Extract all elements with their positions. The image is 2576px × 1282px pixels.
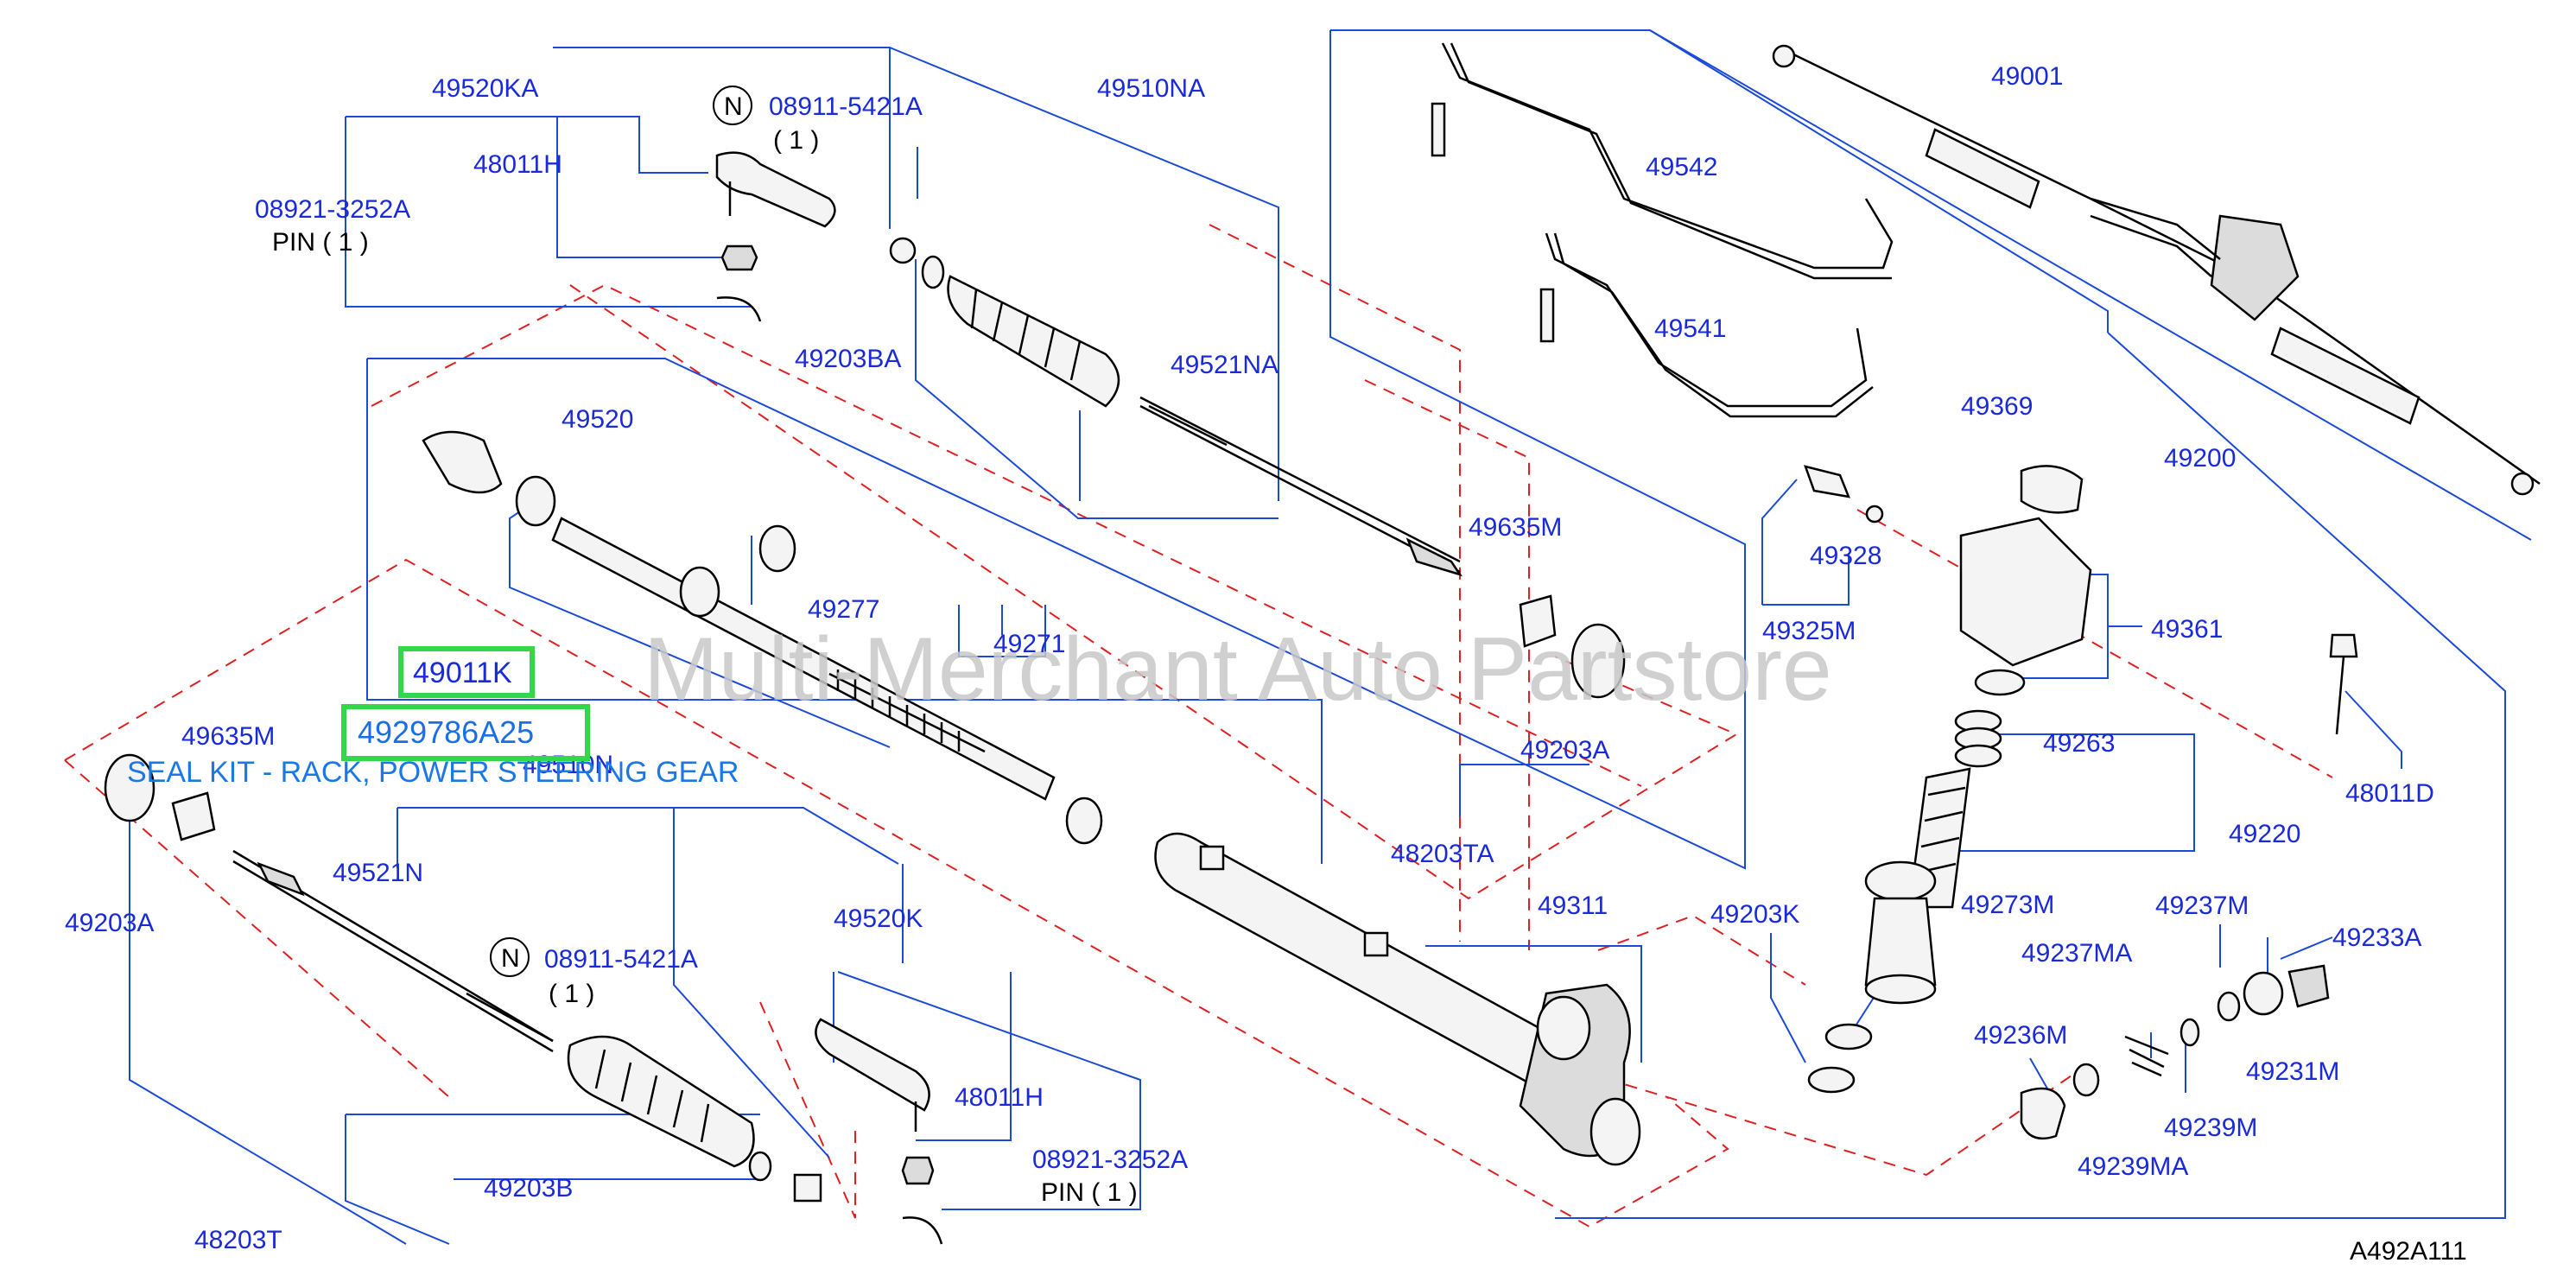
label-49203B[interactable]: 49203B: [484, 1174, 573, 1203]
label-49510NA[interactable]: 49510NA: [1097, 74, 1205, 103]
label-49273M[interactable]: 49273M: [1961, 891, 2054, 919]
label-49510N[interactable]: 49510N: [523, 751, 613, 779]
pin-qty-top: PIN ( 1 ): [272, 228, 369, 257]
part-illustrations: [104, 42, 2541, 1245]
pin-qty-bottom: PIN ( 1 ): [1041, 1178, 1138, 1207]
label-49361[interactable]: 49361: [2151, 615, 2223, 644]
label-08911-5421A-bottom[interactable]: 08911-5421A: [544, 945, 698, 974]
label-49277[interactable]: 49277: [808, 595, 879, 624]
label-49200[interactable]: 49200: [2164, 444, 2236, 473]
label-49237M[interactable]: 49237M: [2155, 892, 2249, 920]
label-48011H-bottom[interactable]: 48011H: [955, 1083, 1044, 1112]
label-49271[interactable]: 49271: [993, 630, 1065, 658]
qty-08911-top: ( 1 ): [773, 126, 819, 155]
label-49325M[interactable]: 49325M: [1762, 617, 1856, 645]
label-49220[interactable]: 49220: [2229, 820, 2300, 848]
label-49542[interactable]: 49542: [1646, 153, 1717, 181]
label-49231M[interactable]: 49231M: [2246, 1057, 2339, 1086]
label-49520KA[interactable]: 49520KA: [432, 74, 538, 103]
label-49237MA[interactable]: 49237MA: [2021, 939, 2132, 968]
label-49233A[interactable]: 49233A: [2332, 923, 2421, 952]
label-08921-3252A-top[interactable]: 08921-3252A: [255, 195, 410, 224]
n-symbol-bottom: N: [501, 944, 520, 973]
label-49239M[interactable]: 49239M: [2164, 1114, 2257, 1142]
label-49203BA[interactable]: 49203BA: [795, 345, 901, 373]
label-49541[interactable]: 49541: [1654, 314, 1726, 343]
label-48011H-top[interactable]: 48011H: [473, 150, 562, 179]
label-49203A-right[interactable]: 49203A: [1520, 736, 1609, 765]
dashed-group-outlines: [64, 224, 2333, 1228]
label-49011K[interactable]: 49011K: [413, 657, 512, 689]
leader-lines: [129, 29, 2532, 1245]
label-48011D[interactable]: 48011D: [2345, 779, 2434, 808]
label-08921-3252A-bottom[interactable]: 08921-3252A: [1032, 1146, 1188, 1174]
highlight-box-part-number: [341, 704, 590, 761]
label-49203A-left[interactable]: 49203A: [65, 909, 154, 937]
label-49520[interactable]: 49520: [562, 405, 633, 434]
label-49236M[interactable]: 49236M: [1974, 1021, 2067, 1050]
highlighted-selection: 49011K 4929786A25 SEAL KIT - RACK, POWER…: [127, 646, 739, 789]
watermark: Multi-Merchant Auto Partstore: [644, 619, 1832, 720]
label-49001[interactable]: 49001: [1991, 62, 2063, 91]
label-49521NA[interactable]: 49521NA: [1171, 351, 1278, 379]
diagram-code: A492A111: [2350, 1237, 2467, 1266]
label-49311[interactable]: 49311: [1538, 892, 1608, 920]
label-49328[interactable]: 49328: [1810, 542, 1881, 570]
label-49635M-left[interactable]: 49635M: [181, 722, 275, 751]
label-49239MA[interactable]: 49239MA: [2078, 1152, 2188, 1181]
label-49520K[interactable]: 49520K: [834, 904, 923, 933]
highlight-box-49011K: [398, 646, 535, 698]
qty-08911-bottom: ( 1 ): [549, 980, 594, 1008]
label-49369[interactable]: 49369: [1961, 392, 2033, 421]
label-49203K[interactable]: 49203K: [1710, 900, 1799, 929]
n-symbol-top: N: [724, 92, 743, 121]
label-49521N[interactable]: 49521N: [333, 859, 423, 887]
part-number-4929786A25[interactable]: 4929786A25: [358, 714, 534, 750]
label-48203TA[interactable]: 48203TA: [1391, 840, 1494, 868]
part-labels: 49520KA N 08911-5421A ( 1 ) 48011H 08921…: [65, 62, 2467, 1266]
label-48203T[interactable]: 48203T: [194, 1226, 282, 1254]
label-49263[interactable]: 49263: [2043, 729, 2115, 758]
seal-kit-description: SEAL KIT - RACK, POWER STEERING GEAR: [127, 756, 739, 789]
label-49635M-right[interactable]: 49635M: [1469, 513, 1562, 542]
label-08911-5421A-top[interactable]: 08911-5421A: [769, 92, 923, 121]
